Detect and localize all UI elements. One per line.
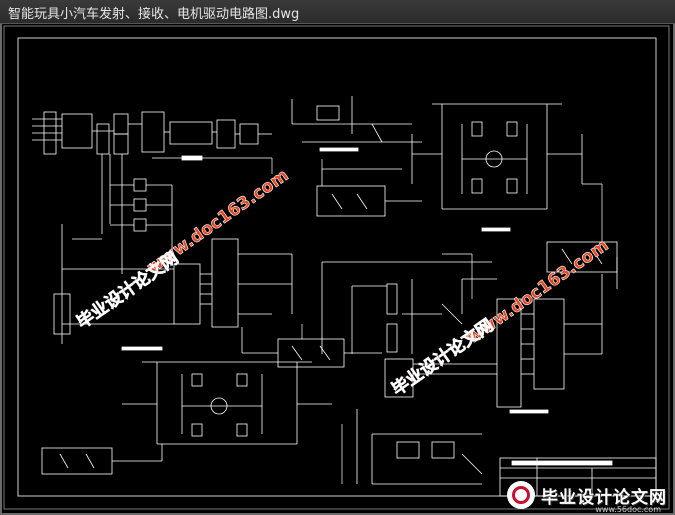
- cad-drawing-canvas[interactable]: www.doc163.com 毕业设计论文网 www.doc163.com 毕业…: [2, 24, 673, 513]
- interconnect-wires: [271, 158, 603, 484]
- watermark-brand-left: 毕业设计论文网: [73, 247, 183, 333]
- watermark-brand-text-2: 毕业设计论文网: [388, 315, 498, 400]
- watermark-brand-centre: 毕业设计论文网: [388, 314, 498, 400]
- decoder-ic-block: [461, 241, 618, 414]
- receiver-front-end: [321, 261, 497, 398]
- site-logo-url: www.56doc.com: [595, 505, 661, 514]
- title-block: [499, 457, 657, 497]
- site-logo: 毕业设计论文网: [507, 481, 667, 509]
- watermark-brand-text: 毕业设计论文网: [73, 248, 183, 333]
- optocoupler-lower: [241, 327, 382, 368]
- power-regulator-circuit: [356, 409, 483, 485]
- window-frame-bottom: [0, 513, 675, 515]
- drawing-inner-border: [17, 37, 657, 497]
- site-logo-icon: [507, 481, 535, 509]
- drawing-outer-border: [3, 25, 670, 510]
- h-bridge-motor-driver-lower: [41, 361, 332, 475]
- title-bar: 智能玩具小汽车发射、接收、电机驱动电路图.dwg: [0, 0, 675, 24]
- window-frame-right: [673, 24, 675, 515]
- site-logo-text: 毕业设计论文网: [541, 487, 667, 508]
- window-title: 智能玩具小汽车发射、接收、电机驱动电路图.dwg: [8, 7, 300, 22]
- transmitter-circuit: [32, 111, 272, 274]
- h-bridge-motor-driver-upper: [411, 103, 583, 232]
- oscillator-circuit: [291, 96, 422, 152]
- encoder-ic-block: [53, 224, 293, 351]
- window-frame-left: [0, 24, 2, 515]
- optocoupler-upper: [316, 168, 422, 217]
